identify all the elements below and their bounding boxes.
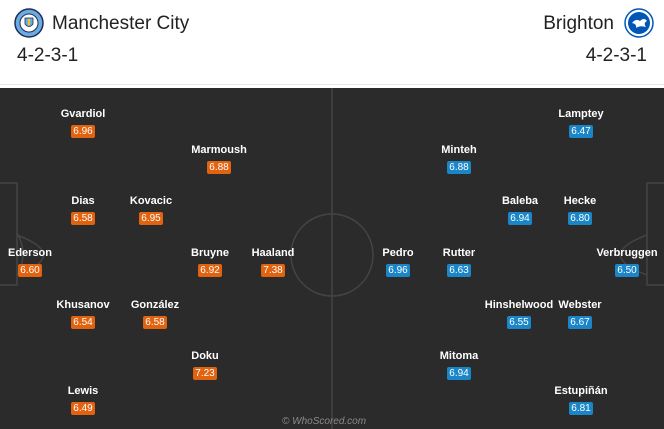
player-rating: 6.88 [447,161,471,174]
player-card-hinshelwood[interactable]: Hinshelwood 6.55 [484,299,554,330]
player-name: Marmoush [191,144,247,156]
player-rating: 7.38 [261,264,285,277]
player-name: Doku [191,350,219,362]
home-formation: 4-2-3-1 [17,45,79,66]
player-name: Rutter [442,247,476,259]
player-card-haaland[interactable]: Haaland 7.38 [238,247,308,278]
player-name: Bruyne [191,247,229,259]
player-rating: 6.54 [71,316,95,329]
player-name: Webster [558,299,602,311]
player-rating: 6.55 [507,316,531,329]
player-card-gonzalez[interactable]: González 6.58 [120,299,190,330]
pitch-markings [0,88,664,429]
player-name: Mitoma [439,350,479,362]
player-card-webster[interactable]: Webster 6.67 [545,299,615,330]
player-rating: 6.58 [71,212,95,225]
player-rating: 6.63 [447,264,471,277]
player-rating: 6.92 [198,264,222,277]
player-rating: 6.80 [568,212,592,225]
brighton-crest-icon [624,8,654,38]
player-card-lewis[interactable]: Lewis 6.49 [48,385,118,416]
player-card-kovacic[interactable]: Kovacic 6.95 [116,195,186,226]
player-rating: 6.81 [569,402,593,415]
player-rating: 6.60 [18,264,42,277]
player-name: Hecke [563,195,597,207]
away-formation: 4-2-3-1 [585,45,647,66]
player-card-hecke[interactable]: Hecke 6.80 [545,195,615,226]
player-card-ederson[interactable]: Ederson 6.60 [0,247,65,278]
watermark: © WhoScored.com [282,416,367,427]
player-card-mitoma[interactable]: Mitoma 6.94 [424,350,494,381]
player-rating: 6.95 [139,212,163,225]
player-name: Kovacic [129,195,173,207]
player-card-doku[interactable]: Doku 7.23 [170,350,240,381]
player-name: González [130,299,180,311]
player-name: Minteh [441,144,477,156]
player-card-dias[interactable]: Dias 6.58 [48,195,118,226]
player-rating: 6.67 [568,316,592,329]
player-name: Verbruggen [596,247,658,259]
player-rating: 6.88 [207,161,231,174]
player-rating: 6.50 [615,264,639,277]
player-card-lamptey[interactable]: Lamptey 6.47 [546,108,616,139]
player-card-baleba[interactable]: Baleba 6.94 [485,195,555,226]
player-name: Haaland [251,247,295,259]
player-card-bruyne[interactable]: Bruyne 6.92 [175,247,245,278]
player-card-rutter[interactable]: Rutter 6.63 [424,247,494,278]
player-card-marmoush[interactable]: Marmoush 6.88 [184,144,254,175]
player-rating: 6.94 [447,367,471,380]
player-rating: 6.94 [508,212,532,225]
player-name: Gvardiol [60,108,106,120]
player-card-gvardiol[interactable]: Gvardiol 6.96 [48,108,118,139]
player-card-estupinan[interactable]: Estupiñán 6.81 [546,385,616,416]
player-card-minteh[interactable]: Minteh 6.88 [424,144,494,175]
player-name: Pedro [382,247,414,259]
player-rating: 7.23 [193,367,217,380]
match-header: Manchester City 4-2-3-1 Brighton 4-2-3-1 [0,0,664,88]
player-rating: 6.58 [143,316,167,329]
player-rating: 6.96 [386,264,410,277]
player-name: Dias [71,195,95,207]
player-name: Baleba [501,195,539,207]
player-name: Estupiñán [554,385,608,397]
player-rating: 6.47 [569,125,593,138]
player-rating: 6.96 [71,125,95,138]
player-card-verbruggen[interactable]: Verbruggen 6.50 [592,247,662,278]
player-rating: 6.49 [71,402,95,415]
player-name: Ederson [7,247,52,259]
pitch: Gvardiol 6.96 Marmoush 6.88 Dias 6.58 Ko… [0,88,664,429]
manchester-city-crest-icon [14,8,44,38]
player-name: Khusanov [56,299,110,311]
header-divider [0,84,664,85]
away-team-name[interactable]: Brighton [543,13,614,34]
player-name: Lamptey [558,108,604,120]
player-card-pedro[interactable]: Pedro 6.96 [363,247,433,278]
player-card-khusanov[interactable]: Khusanov 6.54 [48,299,118,330]
home-team-name[interactable]: Manchester City [52,13,190,34]
player-name: Lewis [67,385,99,397]
player-name: Hinshelwood [484,299,554,311]
